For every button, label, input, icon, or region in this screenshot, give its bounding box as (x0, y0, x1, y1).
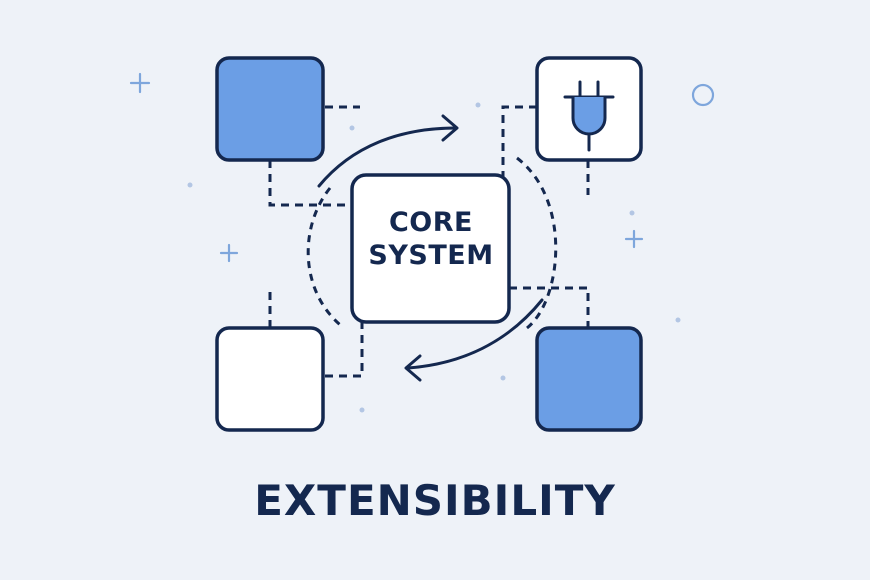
module-bottom-right (535, 326, 643, 432)
plus-icon (129, 72, 151, 94)
rotate-arrow-top (317, 126, 458, 188)
core-system-label: CORE SYSTEM (356, 206, 506, 272)
dot (500, 375, 506, 381)
dot (629, 210, 635, 216)
orbit-arc-right (516, 156, 558, 330)
plus-icon (624, 229, 644, 249)
dots (187, 102, 681, 413)
core-system-box (350, 173, 511, 324)
dot (349, 125, 355, 131)
core-label-line2: SYSTEM (368, 240, 494, 271)
rotate-arrow-top-head (441, 114, 459, 142)
module-bottom-left (215, 326, 325, 432)
plus-icon (219, 243, 239, 263)
module-top-left (215, 56, 325, 162)
rotation-arrows (317, 114, 544, 382)
diagram-caption: EXTENSIBILITY (254, 476, 616, 525)
dot (475, 102, 481, 108)
ring-icon (691, 83, 715, 107)
orbit-arcs (306, 156, 558, 330)
core-label-line1: CORE (388, 207, 473, 238)
rotate-arrow-bottom-head (404, 354, 422, 382)
orbit-arc-left (306, 187, 345, 330)
decorations (129, 72, 715, 263)
dot (675, 317, 681, 323)
dot (187, 182, 193, 188)
rotate-arrow-bottom (406, 298, 544, 370)
dot (359, 407, 365, 413)
connector-top-right (501, 105, 537, 203)
connector-top-left-down (268, 160, 352, 207)
connectors (268, 105, 590, 378)
connector-bottom-left-side (325, 320, 364, 378)
plug-icon (563, 80, 615, 152)
